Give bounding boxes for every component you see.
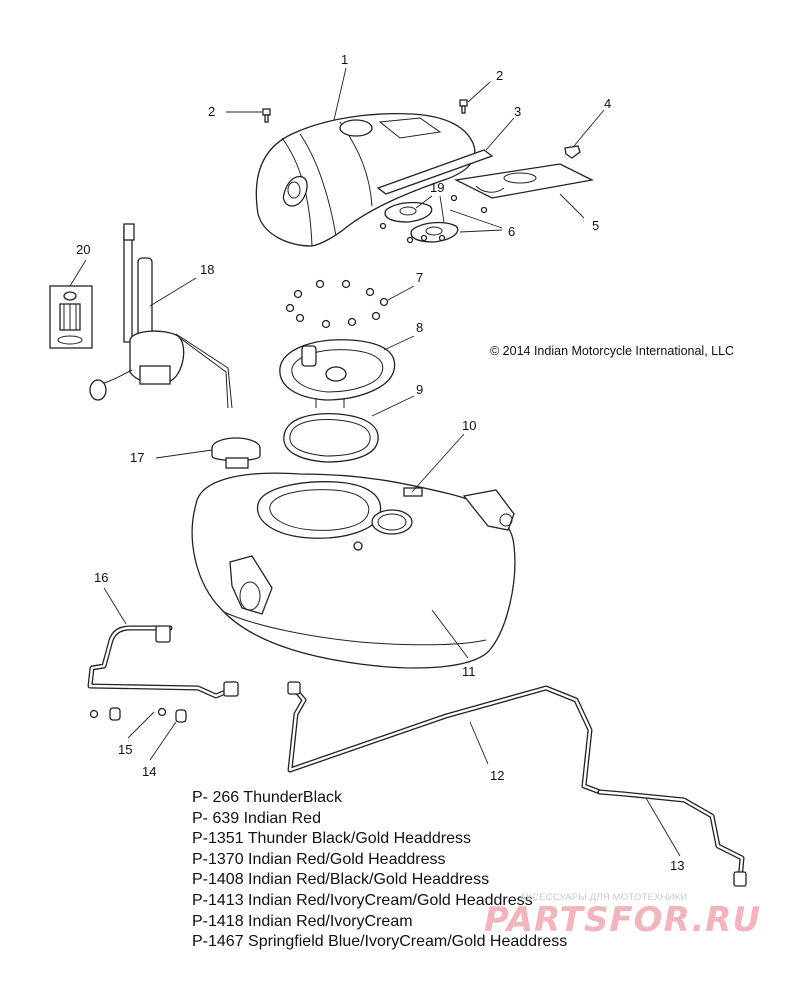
- part-19-grommet-upper[interactable]: [384, 201, 433, 223]
- callout-6: 6: [508, 224, 515, 239]
- callout-8: 8: [416, 320, 423, 335]
- part-3-trim-strip[interactable]: [376, 149, 494, 195]
- part-2-screw-right[interactable]: [459, 99, 468, 114]
- part-7-nuts[interactable]: [285, 279, 389, 329]
- callout-10: 10: [462, 418, 476, 433]
- paint-code-item: P-1370 Indian Red/Gold Headdress: [192, 850, 446, 868]
- paint-code-list: P- 266 ThunderBlack P- 639 Indian Red P-…: [192, 788, 567, 953]
- watermark-tagline: АКСЕССУАРЫ ДЛЯ МОТОТЕХНИКИ: [520, 892, 688, 903]
- part-4-clip[interactable]: [564, 145, 581, 159]
- part-19-grommet-lower[interactable]: [410, 221, 459, 243]
- callout-numbers: 1 2 2 3 4 5 6 7 8 9 10 11 12 13 14 15 16…: [76, 52, 684, 873]
- leader-lines: [69, 67, 681, 857]
- part-11-fuel-tank[interactable]: [191, 472, 516, 669]
- callout-1: 1: [341, 52, 348, 67]
- part-18-fuel-pump[interactable]: [89, 223, 233, 409]
- paint-code-item: P-1418 Indian Red/IvoryCream: [192, 912, 413, 930]
- callout-9: 9: [416, 382, 423, 397]
- callout-16: 16: [94, 570, 108, 585]
- callout-12: 12: [490, 768, 504, 783]
- callout-14: 14: [142, 764, 156, 779]
- callout-20: 20: [76, 242, 90, 257]
- callout-17: 17: [130, 450, 144, 465]
- part-14-fittings[interactable]: [157, 707, 187, 723]
- callout-11: 11: [462, 664, 476, 679]
- paint-code-item: P-1467 Springfield Blue/IvoryCream/Gold …: [192, 933, 568, 951]
- callout-15: 15: [118, 742, 132, 757]
- callout-19: 19: [430, 180, 444, 195]
- paint-code-item: P-1408 Indian Red/Black/Gold Headdress: [192, 871, 490, 889]
- part-20-filter-kit[interactable]: [49, 285, 93, 349]
- part-12-fuel-line[interactable]: [287, 681, 603, 795]
- callout-7: 7: [416, 270, 423, 285]
- callout-2-right: 2: [496, 68, 503, 83]
- watermark-brand: PARTSFOR.RU: [484, 900, 762, 940]
- part-1-tank-console[interactable]: [255, 113, 476, 247]
- part-6-screws[interactable]: [379, 194, 488, 244]
- part-16-vent-line[interactable]: [87, 625, 239, 699]
- paint-code-item: P- 266 ThunderBlack: [192, 789, 343, 806]
- part-5-bracket-plate[interactable]: [453, 163, 595, 199]
- copyright-notice: © 2014 Indian Motorcycle International, …: [490, 344, 735, 358]
- part-2-screw-left[interactable]: [262, 108, 271, 123]
- part-9-gasket[interactable]: [283, 412, 379, 463]
- paint-code-item: P-1413 Indian Red/IvoryCream/Gold Headdr…: [192, 891, 533, 909]
- paint-code-item: P- 639 Indian Red: [192, 809, 321, 827]
- part-8-pump-plate[interactable]: [279, 339, 396, 408]
- callout-13: 13: [670, 858, 684, 873]
- callout-18: 18: [200, 262, 214, 277]
- callout-5: 5: [592, 218, 599, 233]
- callout-3: 3: [514, 104, 521, 119]
- watermark-logo: PARTSFOR.RU: [484, 900, 784, 940]
- part-13-fuel-line[interactable]: [597, 789, 747, 887]
- paint-code-item: P-1351 Thunder Black/Gold Headdress: [192, 830, 471, 848]
- part-15-fittings[interactable]: [89, 707, 121, 721]
- callout-2-left: 2: [208, 104, 215, 119]
- callout-4: 4: [604, 96, 611, 111]
